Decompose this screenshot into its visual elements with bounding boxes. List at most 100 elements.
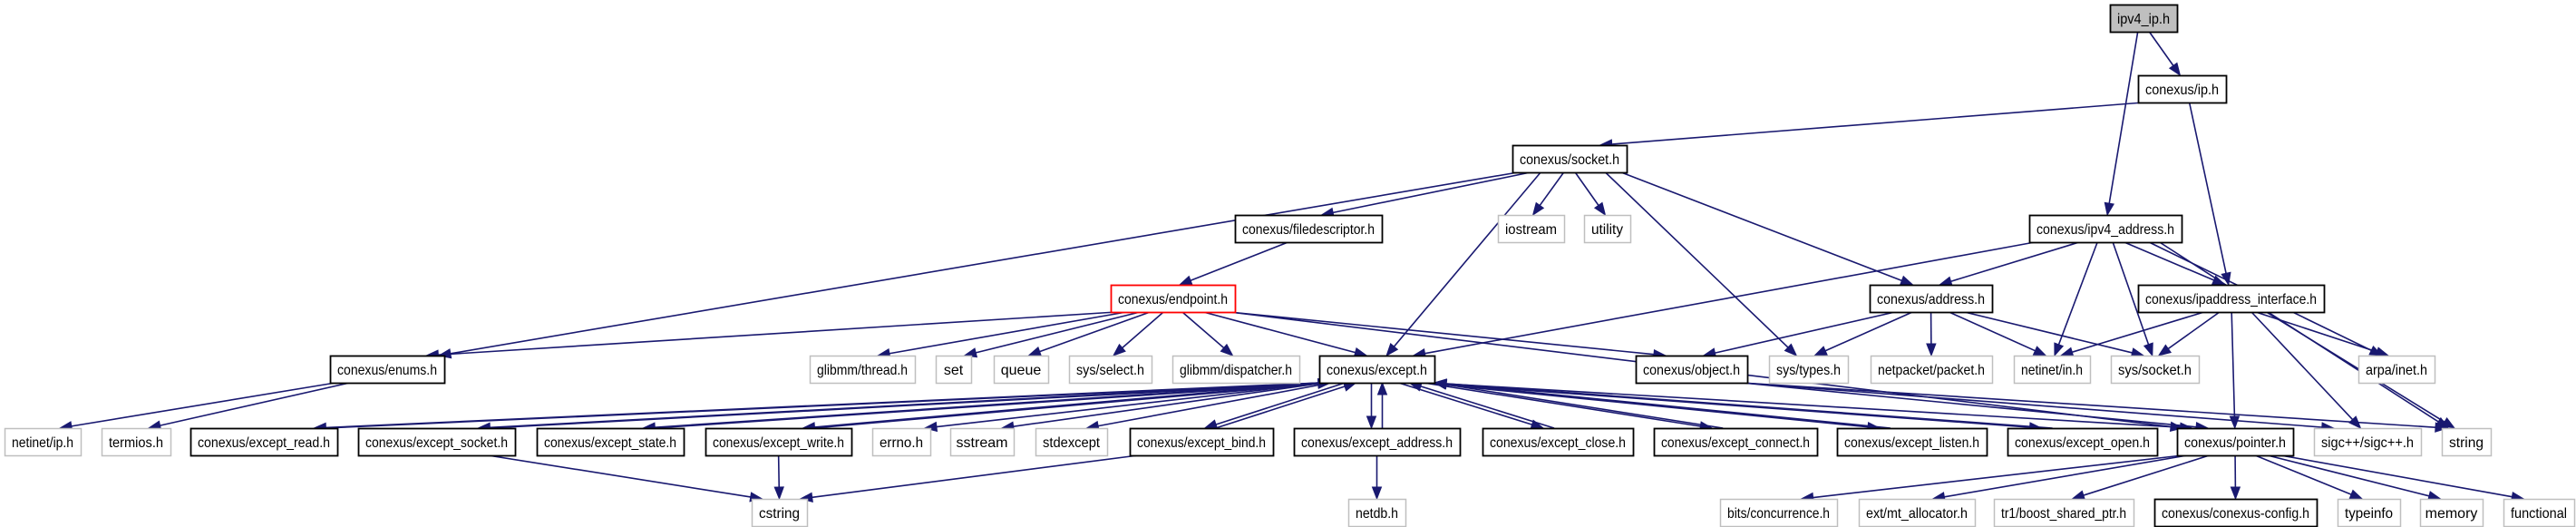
node-conexus-config[interactable]: conexus/conexus-config.h <box>2153 498 2318 527</box>
edge-endpoint-to-glibmm-dispatcher <box>1181 311 1234 356</box>
node-termios[interactable]: termios.h <box>101 427 172 457</box>
node-cstring[interactable]: cstring <box>751 498 809 527</box>
edge-ipv4-address-to-netinet-in <box>2054 241 2098 357</box>
node-boost-shared-ptr[interactable]: tr1/boost_shared_ptr.h <box>1993 498 2135 527</box>
node-object[interactable]: conexus/object.h <box>1635 355 1749 385</box>
node-ipv4-address[interactable]: conexus/ipv4_address.h <box>2028 214 2183 244</box>
edge-line <box>1715 311 1896 354</box>
edge-line <box>813 383 1319 429</box>
node-box <box>2337 498 2402 527</box>
node-errno[interactable]: errno.h <box>871 427 932 457</box>
node-filedescriptor[interactable]: conexus/filedescriptor.h <box>1234 214 1384 244</box>
node-sys-socket[interactable]: sys/socket.h <box>2110 355 2201 385</box>
node-except-read[interactable]: conexus/except_read.h <box>190 427 339 457</box>
edge-line <box>936 382 1326 428</box>
node-except-close[interactable]: conexus/except_close.h <box>1482 427 1635 457</box>
node-sigc[interactable]: sigc++/sigc++.h <box>2313 427 2423 457</box>
edge-line <box>1604 171 1789 348</box>
edge-line <box>1398 382 1532 425</box>
node-label: functional <box>2511 506 2567 522</box>
node-sys-types[interactable]: sys/types.h <box>1768 355 1850 385</box>
edge-ipv4-address-to-sys-socket <box>2112 241 2153 357</box>
node-box <box>536 427 685 457</box>
edge-except-socket-to-cstring <box>488 454 763 503</box>
node-box <box>2028 214 2183 244</box>
node-ipv4-ip[interactable]: ipv4_ip.h <box>2109 4 2179 34</box>
node-queue[interactable]: queue <box>993 355 1050 385</box>
node-set[interactable]: set <box>935 355 973 385</box>
arrowhead-icon <box>1371 486 1383 501</box>
arrowhead-icon <box>1813 346 1828 356</box>
node-box <box>1171 355 1301 385</box>
node-address[interactable]: conexus/address.h <box>1869 284 1994 314</box>
node-box <box>1635 355 1749 385</box>
node-except-connect[interactable]: conexus/except_connect.h <box>1653 427 1819 457</box>
node-sstream[interactable]: sstream <box>949 427 1016 457</box>
node-mt-allocator[interactable]: ext/mt_allocator.h <box>1858 498 1977 527</box>
node-utility[interactable]: utility <box>1583 214 1632 244</box>
node-glibmm-dispatcher[interactable]: glibmm/dispatcher.h <box>1171 355 1301 385</box>
node-except-open[interactable]: conexus/except_open.h <box>2007 427 2159 457</box>
edge-line <box>1741 382 2322 428</box>
node-netinet-ip[interactable]: netinet/ip.h <box>4 427 83 457</box>
edge-line <box>325 382 1319 429</box>
node-box <box>935 355 973 385</box>
node-except[interactable]: conexus/except.h <box>1318 355 1436 385</box>
node-box <box>4 427 83 457</box>
edge-line <box>2124 241 2214 281</box>
edge-line <box>1424 241 2036 355</box>
node-pointer[interactable]: conexus/pointer.h <box>2176 427 2295 457</box>
node-bits-concurrence[interactable]: bits/concurrence.h <box>1719 498 1839 527</box>
node-box <box>1318 355 1436 385</box>
node-stdexcept[interactable]: stdexcept <box>1035 427 1109 457</box>
node-box <box>1870 355 1994 385</box>
edge-line <box>1824 311 1913 352</box>
node-box <box>1129 427 1275 457</box>
edge-line <box>1574 171 1599 206</box>
node-functional[interactable]: functional <box>2503 498 2576 527</box>
edge-line <box>1190 241 1288 281</box>
edge-pointer-to-boost-shared-ptr <box>2071 454 2210 501</box>
edge-line <box>2148 31 2174 66</box>
node-except-socket[interactable]: conexus/except_socket.h <box>357 427 517 457</box>
node-except-write[interactable]: conexus/except_write.h <box>705 427 853 457</box>
node-box <box>1583 214 1632 244</box>
node-netinet-in[interactable]: netinet/in.h <box>2013 355 2092 385</box>
edge-line <box>1964 311 2133 354</box>
node-label: utility <box>1591 222 1623 238</box>
node-sys-select[interactable]: sys/select.h <box>1068 355 1153 385</box>
node-typeinfo[interactable]: typeinfo <box>2337 498 2402 527</box>
node-netdb[interactable]: netdb.h <box>1347 498 1407 527</box>
node-box <box>2503 498 2576 527</box>
node-box <box>2109 4 2179 34</box>
node-enums[interactable]: conexus/enums.h <box>329 355 446 385</box>
edge-address-to-sys-socket <box>1964 311 2145 358</box>
node-except-listen[interactable]: conexus/except_listen.h <box>1836 427 1988 457</box>
edge-line <box>1620 171 1902 282</box>
node-arpa-inet[interactable]: arpa/inet.h <box>2357 355 2436 385</box>
edge-line <box>889 311 1127 355</box>
node-except-state[interactable]: conexus/except_state.h <box>536 427 685 457</box>
node-label: conexus/except_state.h <box>544 435 676 451</box>
node-except-bind[interactable]: conexus/except_bind.h <box>1129 427 1275 457</box>
edge-line <box>1393 171 1541 347</box>
node-glibmm-thread[interactable]: glibmm/thread.h <box>809 355 917 385</box>
node-ipaddress-interface[interactable]: conexus/ipaddress_interface.h <box>2137 284 2326 314</box>
node-memory[interactable]: memory <box>2419 498 2484 527</box>
node-except-address[interactable]: conexus/except_address.h <box>1293 427 1462 457</box>
node-label: sigc++/sigc++.h <box>2321 435 2414 451</box>
edge-line <box>1423 382 1701 427</box>
node-socket[interactable]: conexus/socket.h <box>1512 144 1628 174</box>
node-netpacket[interactable]: netpacket/packet.h <box>1870 355 1994 385</box>
node-string[interactable]: string <box>2441 427 2493 457</box>
node-box <box>101 427 172 457</box>
node-ip[interactable]: conexus/ip.h <box>2137 74 2228 104</box>
arrowhead-icon <box>1178 275 1193 286</box>
node-iostream[interactable]: iostream <box>1497 214 1566 244</box>
node-endpoint[interactable]: conexus/endpoint.h <box>1110 284 1237 314</box>
arrowhead-icon <box>2059 346 2075 357</box>
node-label: conexus/ipv4_address.h <box>2036 222 2174 238</box>
node-label: conexus/except_connect.h <box>1661 435 1810 451</box>
edge-except-open-to-except <box>1433 378 2053 429</box>
edge-except-address-to-netdb <box>1371 455 1383 501</box>
